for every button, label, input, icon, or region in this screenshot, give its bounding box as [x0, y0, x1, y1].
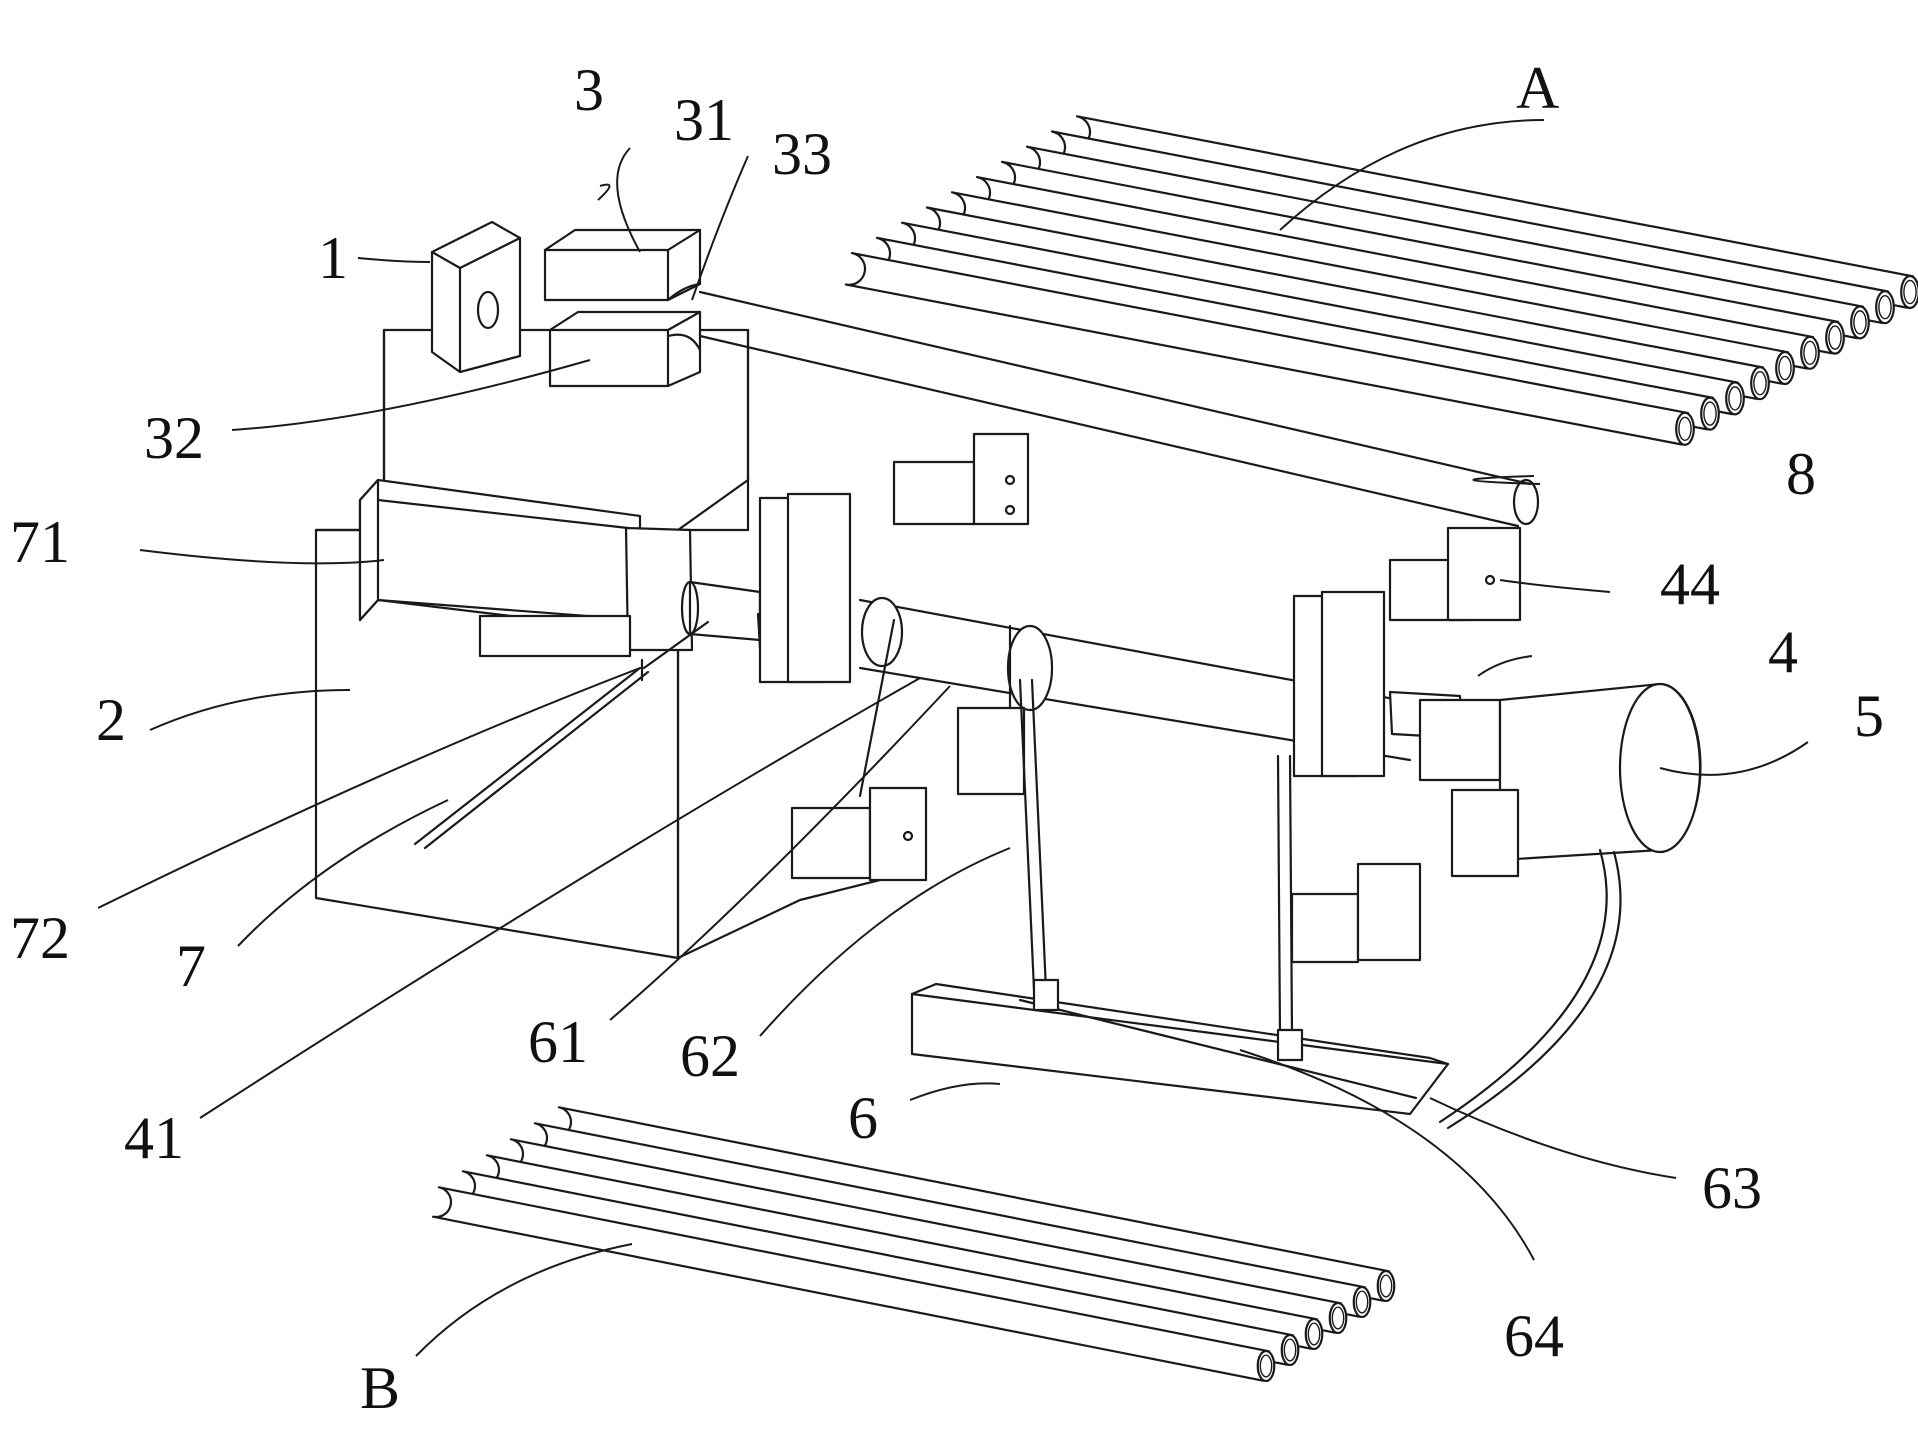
clamp-assembly-3 [545, 230, 700, 386]
label-1: 1 [318, 225, 348, 291]
motor-5 [1420, 684, 1700, 1128]
label-32: 32 [144, 405, 204, 471]
tube-stack-b [433, 1107, 1394, 1381]
label-6: 6 [848, 1085, 878, 1151]
block-1 [432, 222, 520, 372]
label-A: A [1516, 55, 1559, 121]
label-62: 62 [680, 1023, 740, 1089]
label-33: 33 [772, 121, 832, 187]
label-61: 61 [528, 1009, 588, 1075]
trough-6 [912, 980, 1448, 1114]
label-63: 63 [1702, 1155, 1762, 1221]
label-41: 41 [124, 1105, 184, 1171]
label-64: 64 [1504, 1303, 1564, 1369]
tube-stack-a [846, 116, 1918, 445]
label-71: 71 [10, 509, 70, 575]
label-31: 31 [674, 87, 734, 153]
label-44: 44 [1660, 551, 1720, 617]
label-72: 72 [10, 905, 70, 971]
label-B: B [360, 1355, 400, 1421]
label-4: 4 [1768, 619, 1798, 685]
label-3: 3 [574, 57, 604, 123]
label-2: 2 [96, 687, 126, 753]
label-5: 5 [1854, 683, 1884, 749]
label-7: 7 [176, 933, 206, 999]
label-8: 8 [1786, 441, 1816, 507]
